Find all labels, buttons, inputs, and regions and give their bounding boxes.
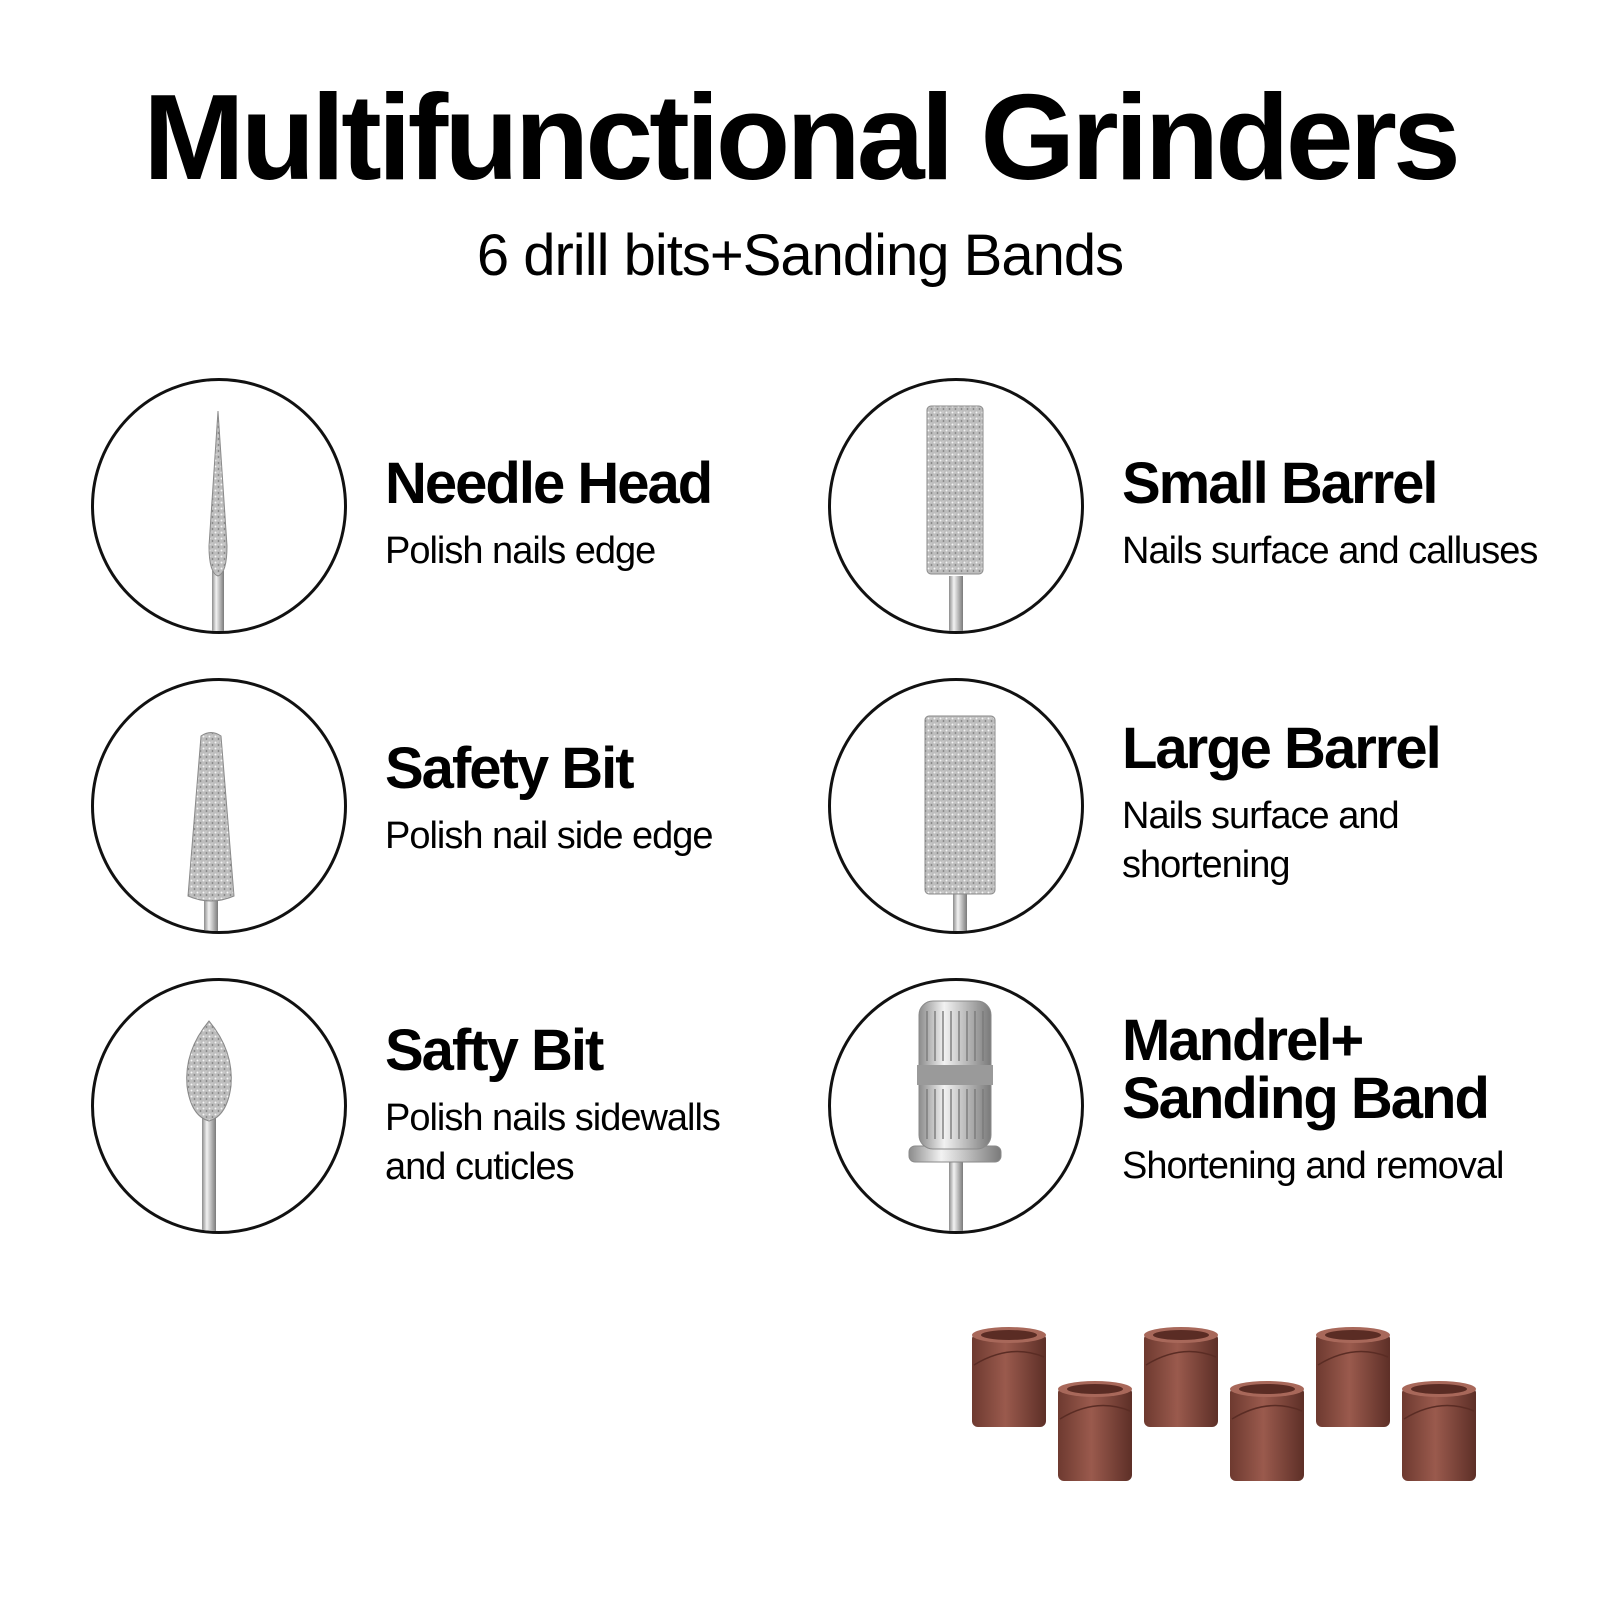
small-barrel-bit-circle bbox=[828, 378, 1084, 634]
safety-cone-bit-icon bbox=[187, 732, 235, 931]
large-barrel-bit-icon bbox=[924, 715, 996, 931]
item-description: Polish nails sidewalls and cuticles bbox=[385, 1097, 721, 1189]
item-name: Safty Bit bbox=[385, 1018, 604, 1083]
sanding-band bbox=[1144, 1327, 1218, 1427]
item-description: Polish nails edge bbox=[385, 530, 656, 572]
item-safty-bit: Safty Bit Polish nails sidewalls and cut… bbox=[385, 1022, 845, 1193]
item-name: Small Barrel bbox=[1122, 451, 1439, 516]
sanding-band-icon bbox=[972, 1327, 1476, 1481]
item-description: Polish nail side edge bbox=[385, 815, 714, 857]
item-description: Nails surface and calluses bbox=[1122, 530, 1538, 572]
safety-cone-bit-circle bbox=[91, 678, 347, 934]
flame-bit-circle bbox=[91, 978, 347, 1234]
item-name: Safety Bit bbox=[385, 736, 635, 801]
sanding-band bbox=[1230, 1381, 1304, 1481]
item-large-barrel: Large Barrel Nails surface and shortenin… bbox=[1122, 720, 1582, 891]
needle-bit-icon bbox=[208, 410, 228, 631]
item-mandrel-sanding-band: Mandrel+ Sanding Band Shortening and rem… bbox=[1122, 1012, 1582, 1191]
needle-bit-circle bbox=[91, 378, 347, 634]
page-subtitle: 6 drill bits+Sanding Bands bbox=[476, 223, 1124, 288]
page-title: Multifunctional Grinders bbox=[143, 69, 1461, 205]
item-needle-head: Needle Head Polish nails edge bbox=[385, 455, 845, 576]
item-name: Mandrel+ Sanding Band bbox=[1122, 1008, 1490, 1131]
sanding-band bbox=[1316, 1327, 1390, 1427]
item-name: Needle Head bbox=[385, 451, 713, 516]
sanding-bands-group bbox=[970, 1325, 1510, 1505]
item-small-barrel: Small Barrel Nails surface and calluses bbox=[1122, 455, 1582, 576]
sanding-band bbox=[1058, 1381, 1132, 1481]
item-description: Nails surface and shortening bbox=[1122, 795, 1400, 887]
item-safety-bit: Safety Bit Polish nail side edge bbox=[385, 740, 845, 861]
sanding-band bbox=[972, 1327, 1046, 1427]
item-description: Shortening and removal bbox=[1122, 1145, 1504, 1187]
large-barrel-bit-circle bbox=[828, 678, 1084, 934]
flame-bit-icon bbox=[186, 1020, 232, 1231]
mandrel-icon bbox=[908, 1000, 1002, 1231]
small-barrel-bit-icon bbox=[926, 405, 984, 631]
sanding-band bbox=[1402, 1381, 1476, 1481]
mandrel-circle bbox=[828, 978, 1084, 1234]
item-name: Large Barrel bbox=[1122, 716, 1442, 781]
